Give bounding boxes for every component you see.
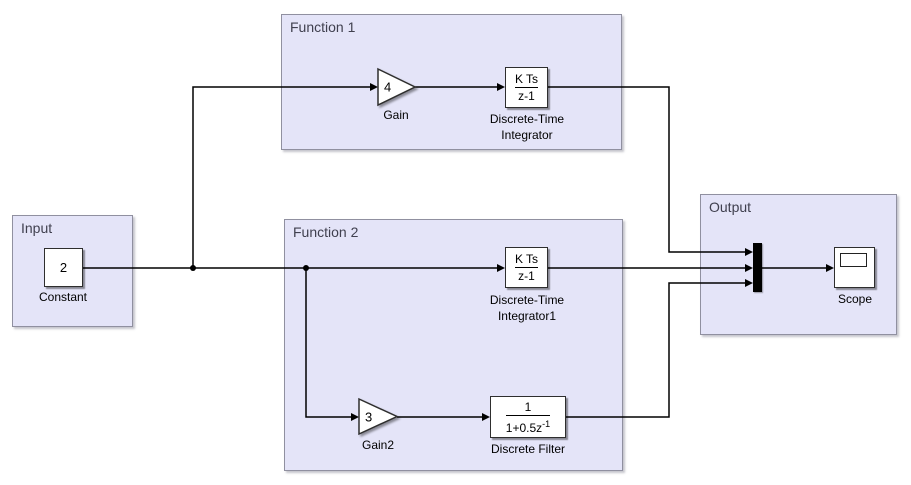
block-discrete-filter-label: Discrete Filter [490,442,566,456]
fraction-bar [514,267,539,268]
block-constant-label: Constant [38,290,88,304]
area-function1[interactable]: Function 1 [281,14,622,150]
arrowhead-mux-input-top [745,248,753,256]
integrator-denominator: z-1 [518,89,535,103]
arrowhead-gain2-input [351,413,359,421]
integrator-numerator: K Ts [514,72,539,86]
scope-screen-icon [840,253,867,267]
block-gain-label: Gain [383,108,409,122]
constant-value: 2 [59,260,68,275]
arrowhead-integrator-input [497,83,505,91]
integrator1-numerator: K Ts [514,252,539,266]
block-scope-label: Scope [837,292,873,306]
gain2-value: 3 [365,409,373,424]
area-function2[interactable]: Function 2 [284,219,623,471]
arrowhead-gain-input [370,83,378,91]
block-constant[interactable]: 2 [44,248,83,287]
junction-dot [190,265,196,271]
block-scope[interactable] [834,247,875,288]
integrator1-transfer-function: K Ts z-1 [514,252,539,283]
filter-numerator: 1 [524,399,532,414]
arrowhead-mux-input-bottom [745,279,753,287]
gain-triangle-shape [377,67,417,107]
integrator-transfer-function: K Ts z-1 [514,72,539,103]
wire-integrator-to-mux[interactable] [548,86,748,253]
fraction-bar [505,414,551,416]
block-discrete-filter[interactable]: 1 1+0.5z-1 [490,396,566,438]
filter-transfer-function: 1 1+0.5z-1 [505,399,551,435]
wire-filter-to-mux[interactable] [566,282,748,418]
area-input-title: Input [21,220,53,236]
integrator1-denominator: z-1 [518,269,535,283]
block-gain2-label: Gain2 [361,438,395,452]
gain-value: 4 [384,79,392,95]
fraction-bar [514,87,539,88]
arrowhead-filter-input [482,413,490,421]
block-discrete-time-integrator-label: Discrete-Time Integrator [489,112,565,142]
wire-branch-to-gain2[interactable] [305,268,353,418]
block-discrete-time-integrator1-label: Discrete-Time Integrator1 [489,293,565,323]
block-discrete-time-integrator1[interactable]: K Ts z-1 [505,247,548,288]
gain2-triangle-shape [358,397,399,436]
area-output-title: Output [709,199,752,215]
wire-branch-to-gain[interactable] [192,86,372,268]
block-gain2[interactable]: 3 [358,397,399,436]
arrowhead-integrator1-input [497,264,505,272]
block-mux[interactable] [753,243,762,292]
arrowhead-mux-input-middle [745,264,753,272]
block-gain[interactable]: 4 [377,67,417,107]
area-function1-title: Function 1 [290,19,356,35]
area-function2-title: Function 2 [293,224,359,240]
filter-denominator: 1+0.5z-1 [505,418,551,435]
area-input[interactable]: Input [12,215,133,327]
arrowhead-scope-input [826,264,834,272]
block-discrete-time-integrator[interactable]: K Ts z-1 [505,67,548,108]
junction-dot [303,265,309,271]
